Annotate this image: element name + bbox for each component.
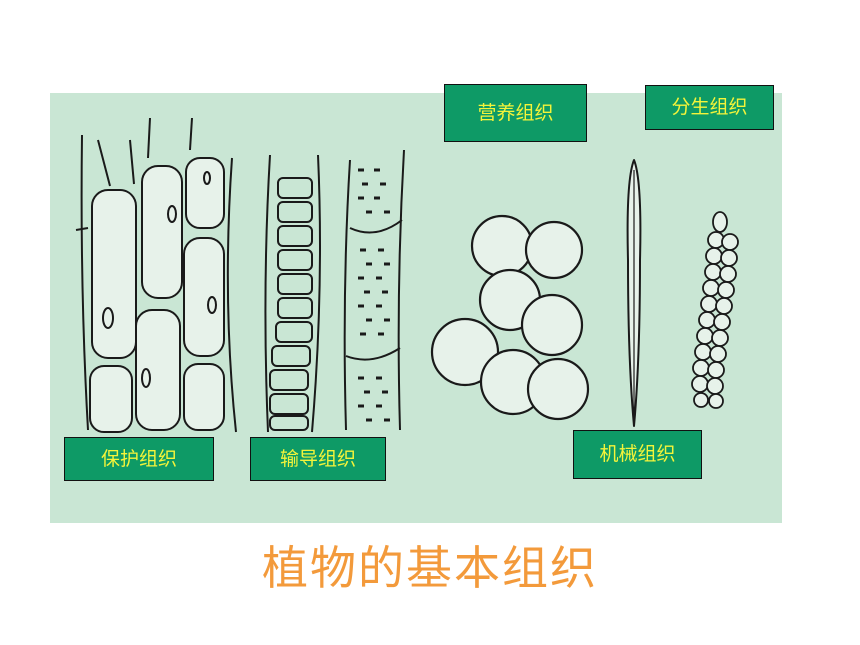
label-mechanical-tissue: 机械组织: [573, 430, 702, 479]
label-conductive-tissue: 输导组织: [250, 437, 386, 481]
label-protective-tissue: 保护组织: [64, 437, 214, 481]
label-meristematic-tissue: 分生组织: [645, 85, 774, 130]
meristematic-tissue-drawing: [691, 211, 739, 409]
nutritive-tissue-drawing: [430, 214, 590, 421]
label-nutritive-tissue: 营养组织: [444, 84, 587, 142]
protective-tissue-drawing: [75, 117, 237, 433]
mechanical-tissue-drawing: [626, 159, 642, 427]
conductive-tissue-drawing: [264, 149, 405, 433]
page-title: 植物的基本组织: [262, 541, 598, 595]
